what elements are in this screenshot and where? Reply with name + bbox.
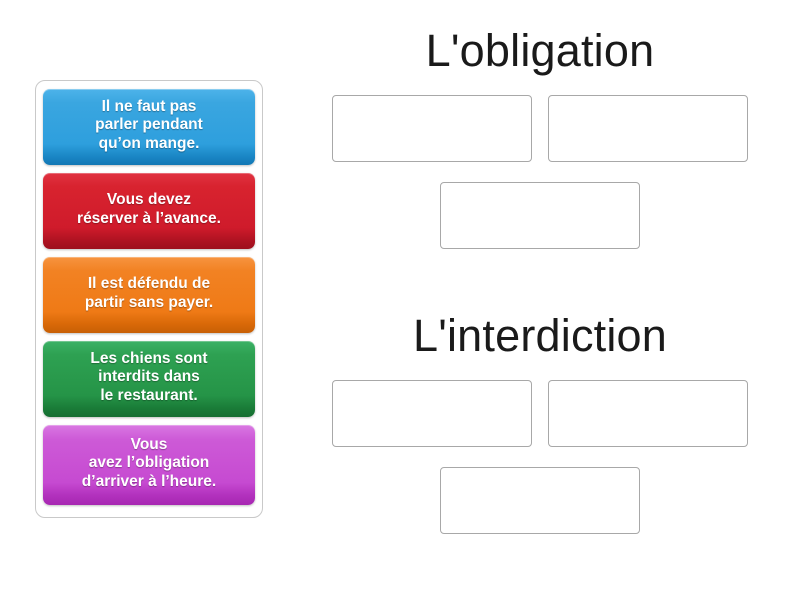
category-interdiction: L'interdiction: [300, 310, 780, 534]
category-obligation: L'obligation: [300, 25, 780, 249]
dropzone-interdiction-2[interactable]: [548, 380, 748, 447]
dropzone-group-obligation: [300, 86, 780, 249]
draggable-card[interactable]: Les chiens sont interdits dans le restau…: [43, 341, 255, 417]
dropzone-interdiction-1[interactable]: [332, 380, 532, 447]
category-title: L'interdiction: [412, 310, 668, 361]
dropzone-row: [300, 162, 780, 249]
category-title: L'obligation: [425, 25, 655, 76]
dropzone-obligation-2[interactable]: [548, 95, 748, 162]
card-text: Il est défendu de partir sans payer.: [84, 275, 214, 311]
draggable-card[interactable]: Il est défendu de partir sans payer.: [43, 257, 255, 333]
dropzone-group-interdiction: [300, 371, 780, 534]
dropzone-obligation-3[interactable]: [440, 182, 640, 249]
draggable-card[interactable]: Vous devez réserver à l’avance.: [43, 173, 255, 249]
dropzone-row: [300, 86, 780, 162]
card-text: Les chiens sont interdits dans le restau…: [90, 350, 208, 404]
card-text: Vous devez réserver à l’avance.: [77, 191, 221, 227]
dropzone-interdiction-3[interactable]: [440, 467, 640, 534]
draggable-card[interactable]: Vous avez l’obligation d’arriver à l’heu…: [43, 425, 255, 505]
card-text: Il ne faut pas parler pendant qu’on mang…: [95, 98, 203, 152]
dropzone-row: [300, 447, 780, 534]
dropzone-obligation-1[interactable]: [332, 95, 532, 162]
dropzone-row: [300, 371, 780, 447]
draggable-cards-tray: Il ne faut pas parler pendant qu’on mang…: [35, 80, 263, 518]
draggable-card[interactable]: Il ne faut pas parler pendant qu’on mang…: [43, 89, 255, 165]
card-text: Vous avez l’obligation d’arriver à l’heu…: [81, 436, 217, 490]
